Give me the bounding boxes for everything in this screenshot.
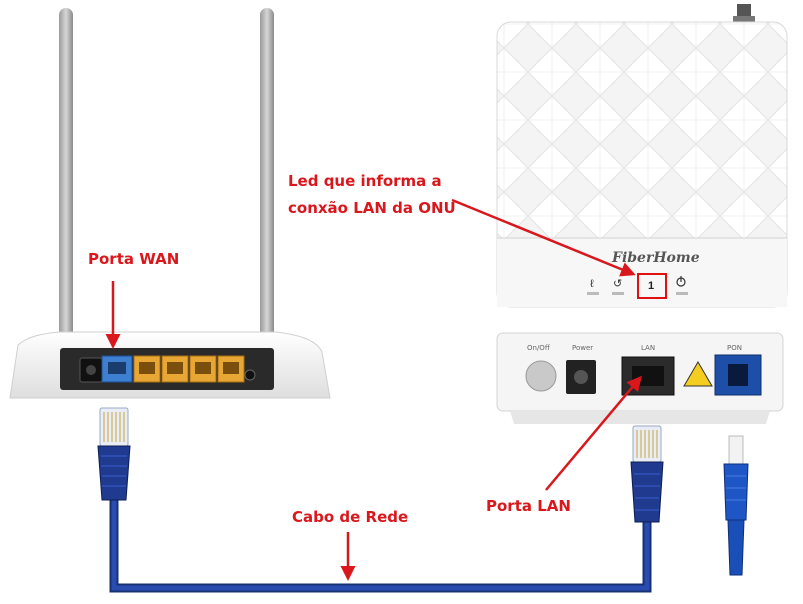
wan-port-label: Porta WAN [88,250,180,268]
annotation-arrows [105,198,642,581]
onu-device: FiberHome ℓ ↺ 1 [496,4,788,308]
svg-text:Power: Power [572,344,593,352]
svg-text:ℓ: ℓ [590,278,594,290]
reset-button [244,369,256,381]
antenna-left [59,8,73,346]
svg-text:LAN: LAN [641,344,655,352]
router [9,8,331,399]
led-label: Led que informa a conxão LAN da ONU [288,168,456,222]
onu-leds: ℓ ↺ [587,276,688,295]
svg-text:On/Off: On/Off [527,344,550,352]
led-label-line2: conxão LAN da ONU [288,199,456,217]
led-highlight-box [637,273,667,299]
fiber-sc-connector [723,435,749,576]
network-cable [97,407,664,593]
lan-port-label: Porta LAN [486,497,571,515]
onoff-button [525,360,557,392]
arrow-lan [545,375,642,491]
router-lan-ports [133,355,245,383]
arrow-led [451,198,636,277]
rj45-connector-right [630,425,664,523]
cable-label: Cabo de Rede [292,508,409,526]
led-label-line1: Led que informa a [288,172,442,190]
laser-warning [683,361,713,387]
svg-text:PON: PON [727,344,742,352]
led-number: 1 [648,280,654,292]
svg-text:↺: ↺ [613,278,622,290]
antenna-right [260,8,274,346]
rj45-connector-left [97,407,131,501]
onu-brand: FiberHome [611,250,700,266]
